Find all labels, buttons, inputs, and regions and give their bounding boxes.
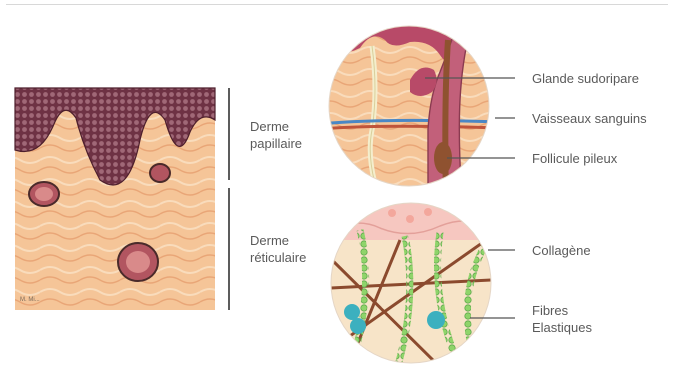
label-fibres-elastiques: Fibres Elastiques	[532, 302, 592, 336]
label-follicule-pileux: Follicule pileux	[532, 150, 617, 167]
papillary-zoom-circle	[320, 20, 500, 200]
illustrator-credit: M. Mi...	[20, 297, 40, 303]
label-collagene: Collagène	[532, 242, 591, 259]
label-vaisseaux-sanguins: Vaisseaux sanguins	[532, 110, 647, 127]
label-glande-sudoripare: Glande sudoripare	[532, 70, 639, 87]
vessel-small-right	[150, 164, 170, 182]
dermis-tissue-block: M. Mi...	[15, 88, 215, 310]
bracket-papillary	[228, 88, 230, 180]
label-derme-papillaire: Derme papillaire	[250, 118, 302, 152]
label-derme-reticulaire: Derme réticulaire	[250, 232, 306, 266]
bracket-reticular	[228, 188, 230, 310]
